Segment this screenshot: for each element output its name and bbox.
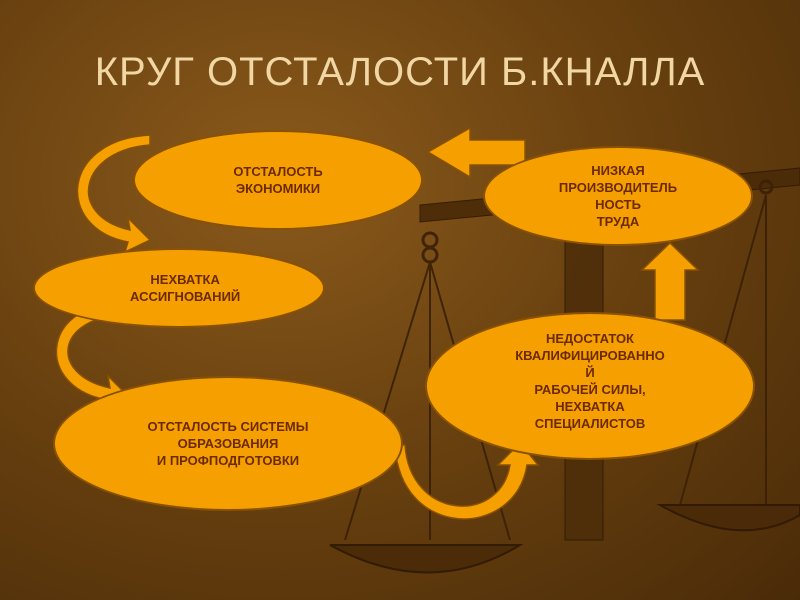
curved-arrow-icon xyxy=(394,441,540,520)
node-economy-backwardness: ОТСТАЛОСТЬ ЭКОНОМИКИ xyxy=(133,130,423,230)
node-low-productivity: НИЗКАЯ ПРОИЗВОДИТЕЛЬ НОСТЬ ТРУДА xyxy=(483,146,753,246)
arrow-up-icon xyxy=(640,241,700,321)
page-title: КРУГ ОТСТАЛОСТИ Б.КНАЛЛА xyxy=(94,50,706,94)
node-education-backwardness: ОТСТАЛОСТЬ СИСТЕМЫ ОБРАЗОВАНИЯ И ПРОФПОД… xyxy=(53,376,403,511)
node-funding-shortage: НЕХВАТКА АССИГНОВАНИЙ xyxy=(33,248,325,328)
node-workforce-shortage: НЕДОСТАТОК КВАЛИФИЦИРОВАННО Й РАБОЧЕЙ СИ… xyxy=(425,312,755,460)
